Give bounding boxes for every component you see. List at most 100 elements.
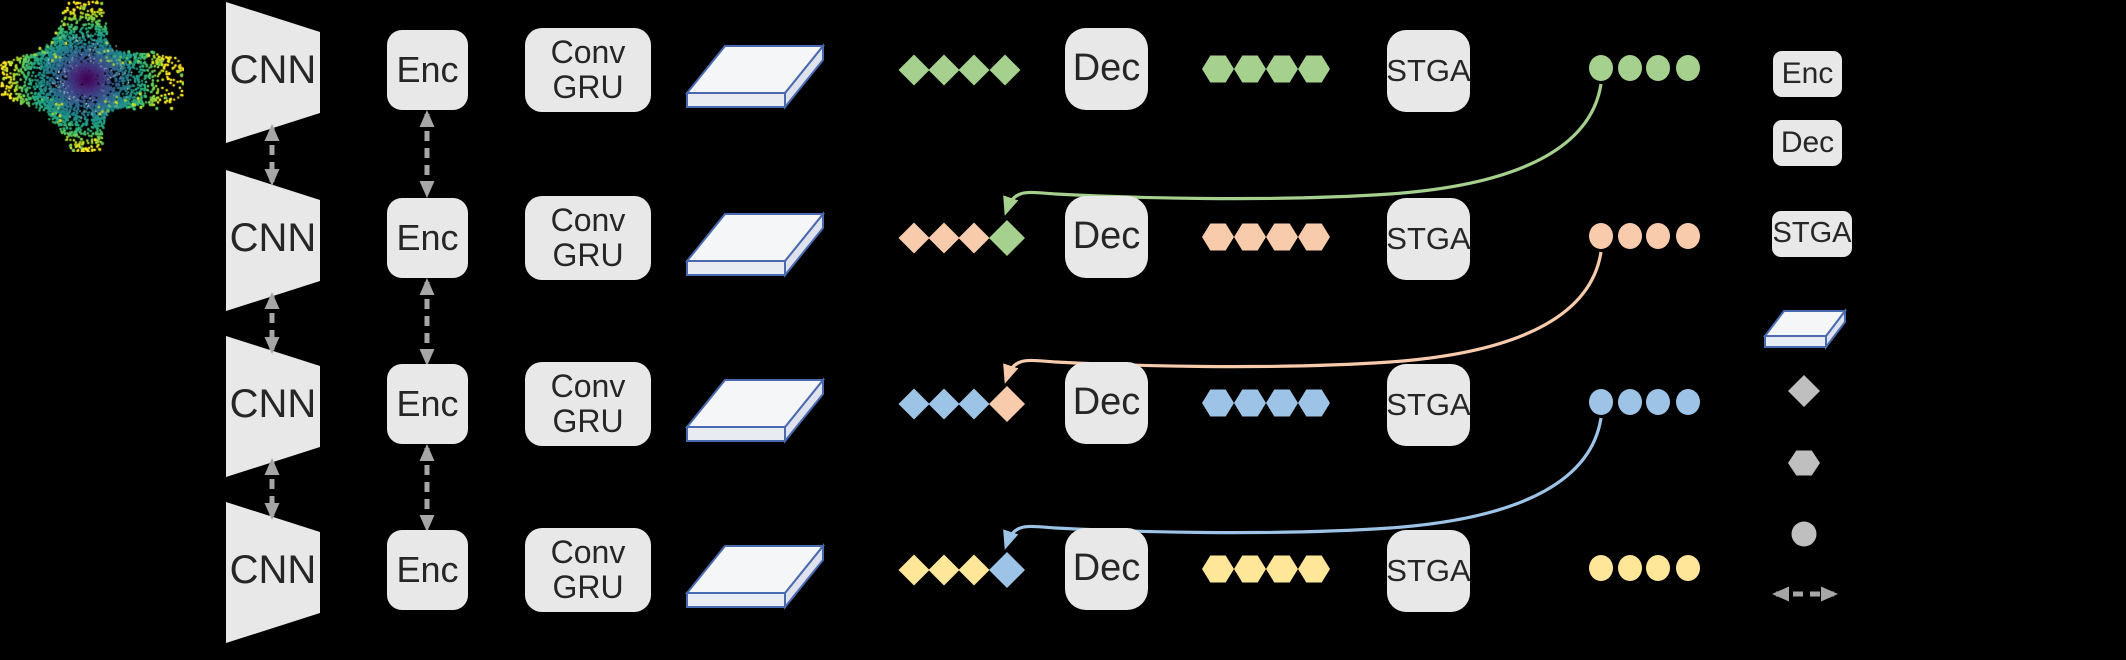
decoder-block: Dec: [1065, 362, 1148, 444]
hexagon-token: [1266, 55, 1298, 83]
hexagon-token: [1202, 55, 1234, 83]
cnn-block-label: CNN: [229, 381, 317, 426]
convgru-block: Conv GRU: [525, 528, 651, 612]
diamond-token: [928, 54, 960, 86]
stga-block: STGA: [1386, 198, 1471, 280]
hexagon-token: [1202, 389, 1234, 417]
feature-map-slab-top: [684, 379, 826, 428]
hidden-state-recurrence-arrow: [1003, 83, 1603, 216]
feature-map-slab-front: [686, 92, 786, 108]
convgru-block: Conv GRU: [525, 28, 651, 112]
diamond-token: [989, 220, 1025, 256]
feature-map-slab-top: [684, 45, 826, 94]
circle-token: [1646, 389, 1670, 415]
circle-token: [1618, 223, 1642, 249]
decoder-block: Dec: [1065, 28, 1148, 110]
convgru-label-line2: GRU: [552, 403, 624, 439]
diamond-token: [898, 222, 930, 254]
pipeline-row: [226, 2, 1700, 143]
feature-map-slab-top: [684, 545, 826, 594]
convgru-block: Conv GRU: [525, 196, 651, 280]
decoder-block: Dec: [1065, 528, 1148, 610]
circle-token: [1646, 55, 1670, 81]
cnn-block-label: CNN: [229, 547, 317, 592]
feature-map-slab-front: [686, 260, 786, 276]
cnn-trapezoid: [226, 2, 320, 143]
circle-token: [1676, 389, 1700, 415]
legend-encoder-box: Enc: [1773, 51, 1842, 97]
diamond-token: [958, 388, 990, 420]
diamond-token: [989, 54, 1021, 86]
pipeline-row: [226, 336, 1700, 477]
circle-token: [1618, 389, 1642, 415]
circle-token: [1618, 55, 1642, 81]
hexagon-token: [1234, 55, 1266, 83]
convgru-label-line2: GRU: [552, 569, 624, 605]
convgru-label-line1: Conv: [550, 202, 626, 239]
circle-token: [1646, 223, 1670, 249]
circle-token: [1676, 223, 1700, 249]
legend-decoder-box: Dec: [1773, 120, 1842, 166]
feature-map-slab-top: [684, 213, 826, 262]
feature-map-slab-front: [686, 592, 786, 608]
legend-stga-box: STGA: [1772, 211, 1852, 257]
stga-block: STGA: [1386, 530, 1471, 612]
diamond-token: [958, 54, 990, 86]
cnn-trapezoid: [226, 502, 320, 643]
diamond-token: [958, 222, 990, 254]
pipeline-row: [226, 170, 1700, 311]
encoder-block: Enc: [387, 198, 468, 278]
cnn-trapezoid: [226, 336, 320, 477]
circle-token: [1676, 55, 1700, 81]
convgru-label-line1: Conv: [550, 368, 626, 405]
hexagon-token: [1234, 223, 1266, 251]
hexagon-token: [1234, 555, 1266, 583]
feature-map-slab-front: [1764, 335, 1827, 348]
stga-block: STGA: [1386, 30, 1471, 112]
circle-token: [1618, 555, 1642, 581]
diamond-token: [928, 554, 960, 586]
legend-circle-token: [1791, 521, 1817, 547]
hexagon-token: [1298, 55, 1330, 83]
hexagon-token: [1298, 389, 1330, 417]
diamond-token: [928, 222, 960, 254]
circle-token: [1589, 223, 1613, 249]
hidden-state-recurrence-arrow: [1003, 417, 1603, 550]
circle-token: [1676, 555, 1700, 581]
cnn-block-label: CNN: [229, 215, 317, 260]
convgru-label-line1: Conv: [550, 34, 626, 71]
lidar-pointcloud-image: [0, 0, 184, 152]
encoder-block: Enc: [387, 30, 468, 110]
pipeline-row: [226, 502, 1700, 643]
hexagon-token: [1202, 555, 1234, 583]
circle-token: [1589, 55, 1613, 81]
hexagon-token: [1788, 450, 1820, 476]
legend-shapes: [1762, 308, 1848, 602]
hexagon-token: [1298, 223, 1330, 251]
hexagon-token: [1234, 389, 1266, 417]
feature-map-slab-front: [686, 426, 786, 442]
diamond-token: [1788, 375, 1820, 407]
hexagon-token: [1266, 389, 1298, 417]
encoder-block: Enc: [387, 530, 468, 610]
diamond-token: [989, 552, 1025, 588]
hexagon-token: [1266, 223, 1298, 251]
diamond-token: [898, 54, 930, 86]
diamond-token: [958, 554, 990, 586]
cnn-block-label: CNN: [229, 47, 317, 92]
feature-map-slab-top: [1762, 310, 1848, 337]
hexagon-token: [1266, 555, 1298, 583]
diamond-token: [989, 386, 1025, 422]
hexagon-token: [1298, 555, 1330, 583]
decoder-block: Dec: [1065, 196, 1148, 278]
circle-token: [1589, 555, 1613, 581]
convgru-block: Conv GRU: [525, 362, 651, 446]
diamond-token: [898, 388, 930, 420]
circle-token: [1646, 555, 1670, 581]
hidden-state-recurrence-arrow: [1003, 251, 1603, 384]
convgru-label-line1: Conv: [550, 534, 626, 571]
convgru-label-line2: GRU: [552, 69, 624, 105]
diamond-token: [928, 388, 960, 420]
